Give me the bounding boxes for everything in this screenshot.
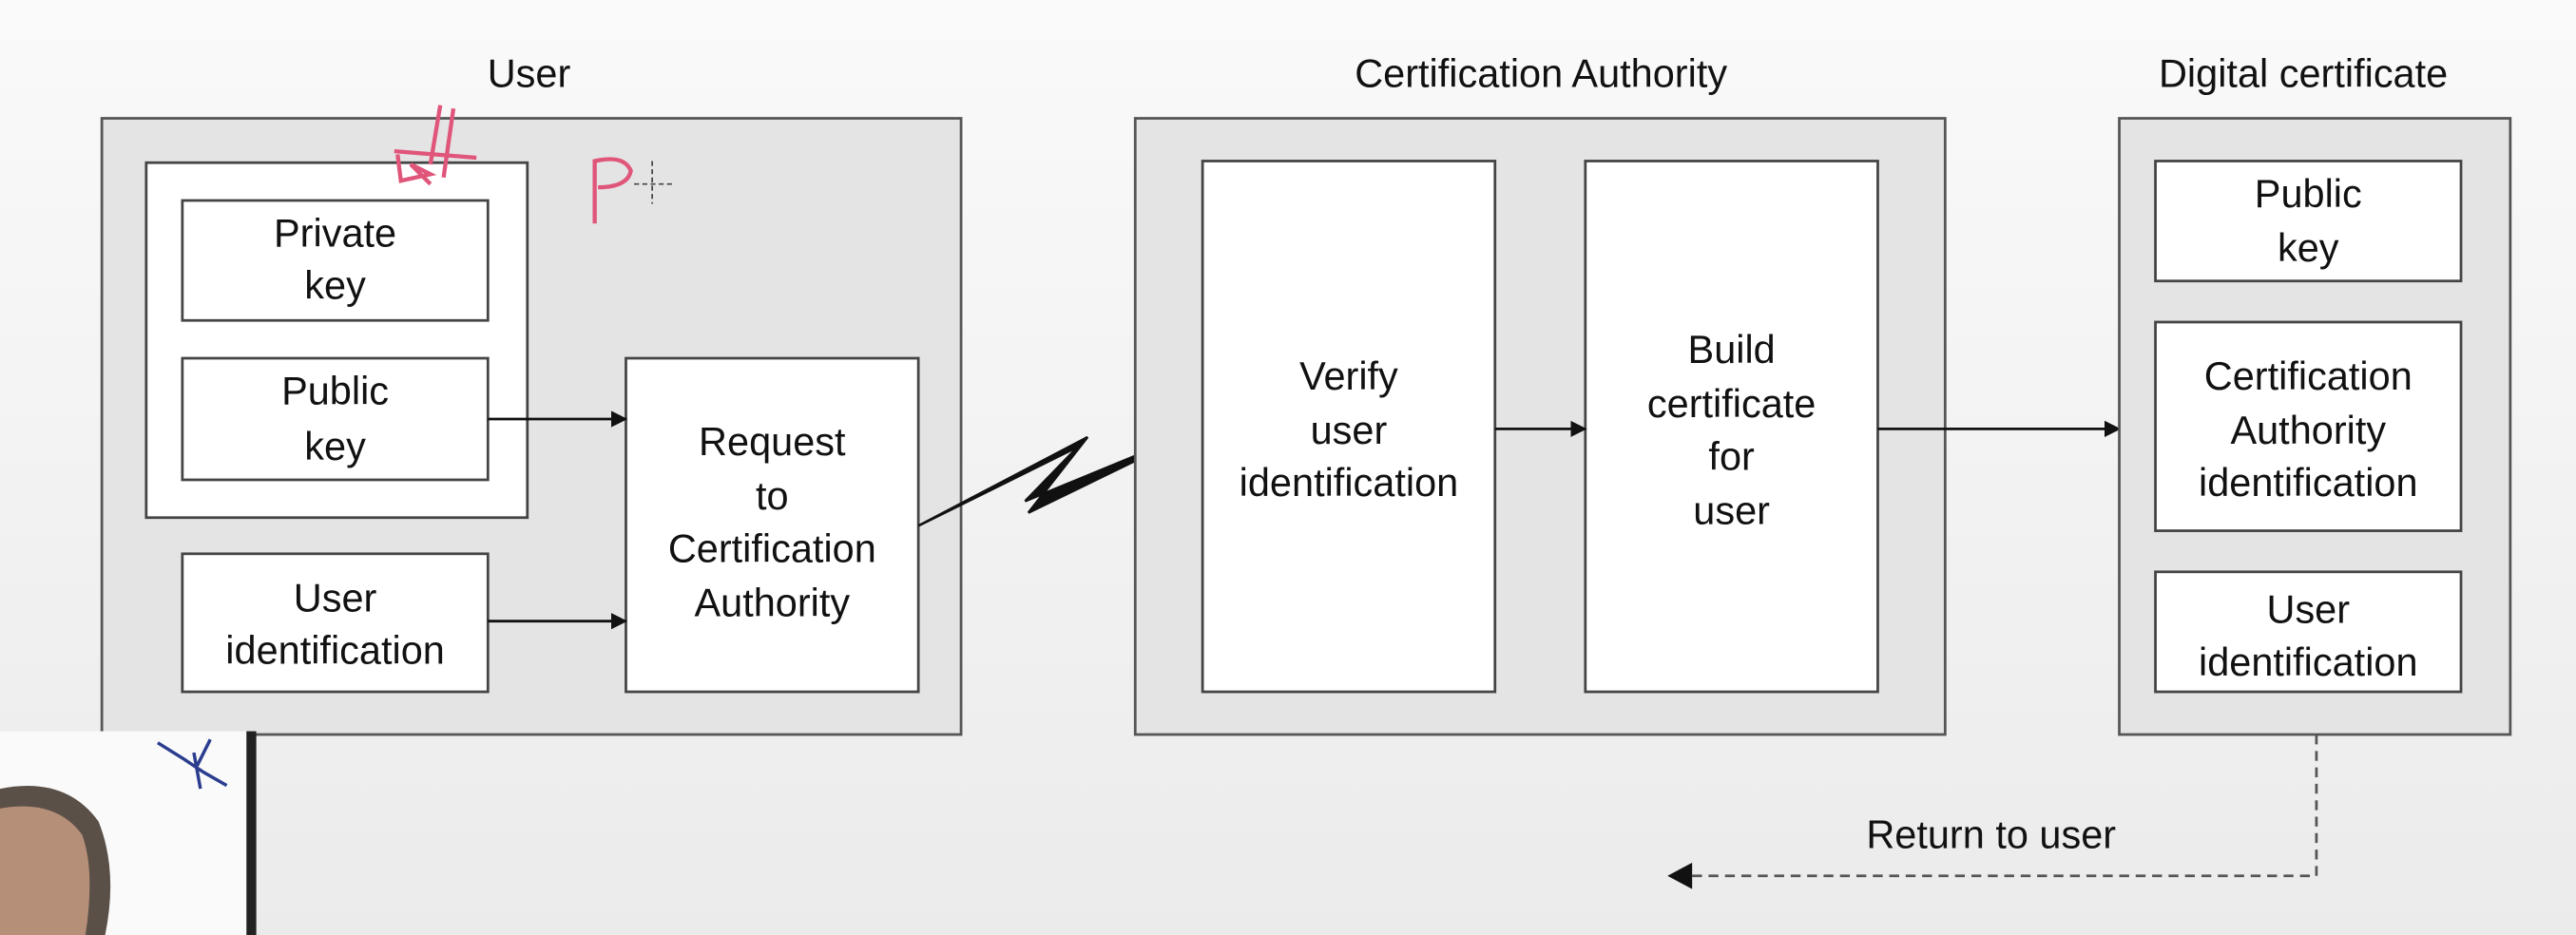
private-key-label: key <box>304 263 366 308</box>
public-key-label: key <box>304 424 366 468</box>
cert-section-title: Digital certificate <box>2159 51 2448 96</box>
cert-ca-id-box <box>2154 320 2463 532</box>
user-section-title: User <box>488 51 571 96</box>
pen-annotation-p <box>592 157 633 224</box>
cert-user-id-label: User <box>2267 586 2351 631</box>
return-to-user-label: Return to user <box>1866 811 2116 856</box>
return-arrowhead <box>1667 862 1693 889</box>
crosshair-cursor-icon <box>634 161 674 204</box>
verify-box <box>1201 160 1497 694</box>
private-key-box <box>181 199 490 322</box>
request-box <box>625 356 920 694</box>
cert-public-key-box <box>2154 160 2463 283</box>
build-label: certificate <box>1647 381 1816 426</box>
cert-user-id-label: identification <box>2199 639 2418 684</box>
verify-label: user <box>1311 408 1388 452</box>
request-label: Request <box>699 419 846 464</box>
build-box <box>1584 160 1879 694</box>
user-identification-label: User <box>294 575 377 620</box>
cert-ca-id-label: Certification <box>2204 353 2413 398</box>
cert-user-id-box <box>2154 570 2463 694</box>
build-label: for <box>1708 434 1755 479</box>
pen-annotation-blue <box>157 738 228 790</box>
request-label: Authority <box>694 580 850 624</box>
public-key-label: Public <box>281 368 389 412</box>
request-label: Certification <box>668 525 876 570</box>
ca-section-title: Certification Authority <box>1355 51 1727 96</box>
build-label: Build <box>1688 327 1776 372</box>
cert-ca-id-label: Authority <box>2230 408 2386 452</box>
verify-label: Verify <box>1299 353 1398 398</box>
private-key-label: Private <box>274 210 396 255</box>
user-identification-label: identification <box>225 628 445 673</box>
public-key-box <box>181 356 490 482</box>
pen-annotation-scribble <box>394 105 477 186</box>
cert-ca-id-label: identification <box>2199 460 2418 505</box>
cert-public-key-label: Public <box>2255 171 2362 216</box>
webcam-overlay <box>0 731 257 935</box>
cert-public-key-label: key <box>2278 225 2339 270</box>
verify-label: identification <box>1240 460 1459 505</box>
return-dashed-arrow <box>1675 735 2318 878</box>
build-label: user <box>1693 488 1770 533</box>
user-identification-box <box>181 552 490 694</box>
request-label: to <box>756 473 789 518</box>
